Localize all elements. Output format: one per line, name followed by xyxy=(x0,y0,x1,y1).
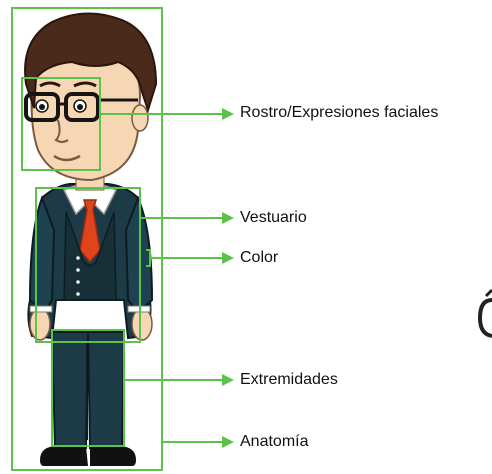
leader-rostro-arrowhead xyxy=(222,108,234,120)
left-hand xyxy=(29,307,51,341)
leader-anatomia-arrowhead xyxy=(222,436,234,448)
eyeglasses-icon xyxy=(24,92,138,122)
leader-extremidades-arrowhead xyxy=(222,374,234,386)
callout-label-vestuario: Vestuario xyxy=(240,209,307,226)
box-extremidades xyxy=(51,329,125,447)
suit-vest xyxy=(63,211,117,301)
right-hand xyxy=(131,307,153,341)
leader-vestuario-arrowhead xyxy=(222,212,234,224)
right-trouser-leg xyxy=(86,331,126,449)
color-bracket xyxy=(146,249,151,267)
character xyxy=(24,12,158,466)
right-shoe xyxy=(90,446,136,466)
annotation-layer xyxy=(11,7,234,471)
callout-label-color: Color xyxy=(240,249,279,266)
hair xyxy=(24,12,158,114)
tie xyxy=(79,199,101,264)
box-rostro xyxy=(21,77,101,171)
cut-off-clock-icon xyxy=(477,288,492,338)
callout-label-extremidades: Extremidades xyxy=(240,371,338,388)
left-shoe xyxy=(40,446,88,466)
callout-label-rostro: Rostro/Expresiones faciales xyxy=(240,104,439,121)
box-anatomia xyxy=(11,7,163,471)
leader-color-arrowhead xyxy=(222,252,234,264)
left-trouser-leg xyxy=(50,331,90,449)
callout-label-anatomia: Anatomía xyxy=(240,433,309,450)
box-vestuario xyxy=(35,187,141,343)
